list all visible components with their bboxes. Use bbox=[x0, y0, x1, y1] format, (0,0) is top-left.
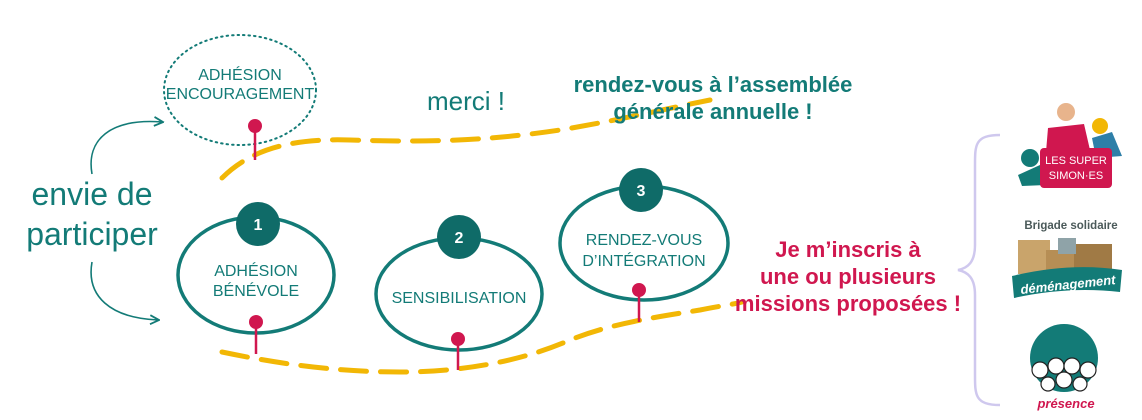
lamp-icon bbox=[1058, 238, 1076, 254]
cta-line1: Je m’inscris à bbox=[775, 237, 921, 262]
mission-1-line1: LES SUPER bbox=[1045, 155, 1107, 167]
step-1-number: 1 bbox=[254, 217, 263, 234]
hero-figure-center bbox=[1057, 103, 1075, 121]
step-3-line1: RENDEZ-VOUS bbox=[586, 232, 702, 249]
mission-super-simon-es: LES SUPER SIMON·ES bbox=[1018, 103, 1122, 188]
encouragement-line1: ADHÉSION bbox=[198, 65, 282, 84]
mission-2-line1: Brigade solidaire bbox=[1024, 220, 1117, 232]
arrow-up bbox=[90, 122, 162, 175]
encouragement-circle bbox=[163, 34, 317, 146]
cta-line3: missions proposées ! bbox=[735, 291, 961, 316]
step-1-line2: BÉNÉVOLE bbox=[213, 281, 299, 300]
mission-1-line2: SIMON·ES bbox=[1049, 170, 1103, 182]
brace bbox=[957, 133, 1001, 407]
start-text-line2: participer bbox=[26, 216, 158, 252]
cta-line2: une ou plusieurs bbox=[760, 264, 936, 289]
mission-brigade-solidaire: Brigade solidaire déménagement bbox=[1012, 220, 1122, 298]
pin-head-3 bbox=[632, 283, 646, 297]
step-3-badge bbox=[619, 168, 663, 212]
start-text-line1: envie de bbox=[32, 176, 153, 212]
moving-box-icon bbox=[1018, 240, 1050, 274]
encouragement-line2: ENCOURAGEMENT bbox=[166, 86, 315, 103]
pin-head-2 bbox=[451, 332, 465, 346]
faces-icon bbox=[1031, 357, 1097, 392]
step-1-line1: ADHÉSION bbox=[214, 261, 298, 280]
mission-presence: présence bbox=[1030, 324, 1098, 411]
step-3-number: 3 bbox=[637, 183, 646, 200]
assembly-line2: générale annuelle ! bbox=[613, 99, 812, 124]
arrow-down bbox=[90, 261, 158, 320]
hero-figure-right bbox=[1092, 118, 1108, 134]
mission-3-label: présence bbox=[1036, 396, 1094, 411]
upper-path bbox=[219, 97, 713, 181]
pin-head-top bbox=[248, 119, 262, 133]
step-2-line1: SENSIBILISATION bbox=[392, 290, 527, 307]
super-simon-es-badge bbox=[1040, 148, 1112, 188]
step-2-number: 2 bbox=[455, 230, 464, 247]
step-1-badge bbox=[236, 202, 280, 246]
step-2-badge bbox=[437, 215, 481, 259]
demenagement-ribbon bbox=[1012, 267, 1122, 298]
step-3-line2: D’INTÉGRATION bbox=[582, 251, 705, 270]
lower-path bbox=[219, 299, 745, 375]
assembly-line1: rendez-vous à l’assemblée bbox=[574, 72, 853, 97]
presence-circle bbox=[1030, 324, 1098, 392]
hero-figure-left bbox=[1021, 149, 1039, 167]
thanks-text: merci ! bbox=[427, 86, 505, 116]
pin-head-1 bbox=[249, 315, 263, 329]
